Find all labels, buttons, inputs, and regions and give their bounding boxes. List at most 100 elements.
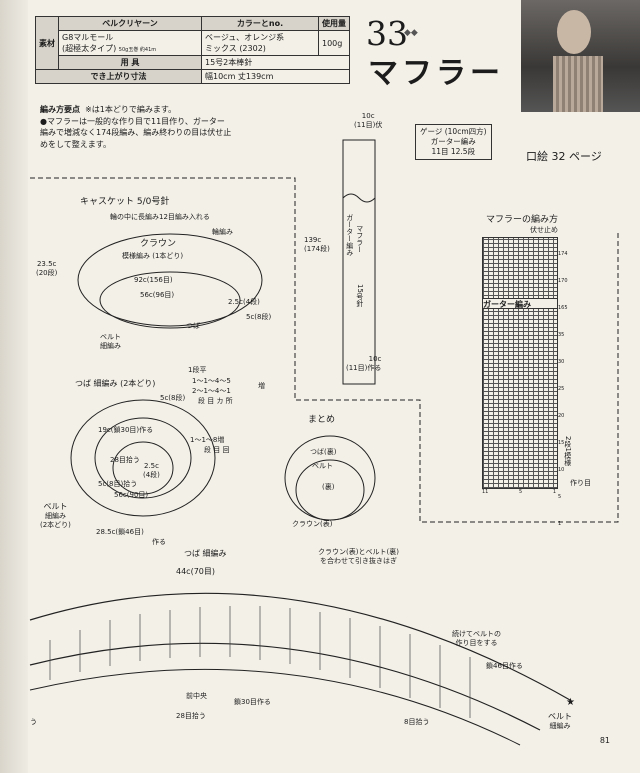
cap-belt: ベルト xyxy=(100,333,121,341)
size-label: でき上がり寸法 xyxy=(35,69,202,84)
yarn-spec: 50g玉巻 約41m xyxy=(118,47,157,53)
brim-inc4: 段 目 回 xyxy=(204,446,230,454)
bottom-belt: ベルト xyxy=(548,712,572,721)
bottom-pick8: 8目拾う xyxy=(404,718,430,726)
chart-row-label: 30 xyxy=(558,359,565,365)
scarf-top-width: 10c xyxy=(361,112,375,120)
chart-col-labels: 11 5 1 xyxy=(482,489,556,495)
chart-row-label: 165 xyxy=(558,305,568,311)
assembly-back: (裏) xyxy=(322,483,335,491)
assembly-instruction-2: を合わせて引き抜きはぎ xyxy=(319,556,397,565)
pattern-title: マフラー xyxy=(368,56,504,91)
chart-row-label: 25 xyxy=(558,386,565,392)
bottom-pick28: 28目拾う xyxy=(176,712,206,720)
gauge-value: 11目 12.5段 xyxy=(431,147,476,157)
size-value: 幅10cm 丈139cm xyxy=(201,69,350,84)
color-no: (2302) xyxy=(239,44,266,53)
cap-belt-label: ベルト細編み xyxy=(100,333,121,351)
cap-side-width: 23.5c xyxy=(36,260,57,268)
brim-make: 作る xyxy=(152,538,166,546)
gauge-title: ゲージ (10cm四方) xyxy=(420,127,487,136)
bottom-continue: 続けてベルトの作り目をする xyxy=(452,630,501,648)
cap-crown: クラウン xyxy=(140,239,177,249)
chart-row-label: 1 xyxy=(558,521,562,527)
bottom-cont2: 作り目をする xyxy=(455,638,498,647)
notes-line: ●マフラーは一般的な作り目で11目作り、ガーター xyxy=(40,116,225,126)
cap-side-label: 23.5c(20段) xyxy=(36,260,57,278)
brim-belt-strand: (2本どり) xyxy=(40,520,71,529)
bottom-center: 前中央 xyxy=(186,692,207,700)
brim-c285: 28.5c(鎖46目) xyxy=(96,528,144,536)
bottom-title: つば 細編み xyxy=(184,549,227,558)
cap-brim-rows: 2.5c(4段) xyxy=(228,298,260,306)
scarf-label: マフラー xyxy=(355,225,364,253)
scarf-rows: (174段) xyxy=(304,244,330,253)
cap-dim1: 92c(156目) xyxy=(134,276,173,284)
bottom-belt-stitch: 細編み xyxy=(549,722,571,730)
chart-cast-on: 作り目 xyxy=(570,479,591,487)
diamond-icon: ◆◆ xyxy=(404,28,418,38)
yarn-header: ベルクリヤーン xyxy=(58,16,202,31)
scarf-length-label: 139c(174段) xyxy=(304,236,330,254)
bottom-left-pick: う xyxy=(30,718,37,726)
notes-note: ※は1本どりで編みます。 xyxy=(85,105,177,114)
brim-c56: 56c(90目) xyxy=(114,491,149,499)
scarf-bottom-stitches: (11目)作る xyxy=(346,363,382,372)
yarn-type: (超極太タイプ) xyxy=(62,44,117,53)
photo-page-ref: 口絵 32 ページ xyxy=(526,150,602,163)
notes-line: 編みで増減なく174段編み、編み終わりの目は伏せ止 xyxy=(40,128,232,138)
cap-crown-pattern: 模様編み (1本どり) xyxy=(122,252,184,260)
scarf-length: 139c xyxy=(304,236,322,244)
brim-stitch: 細編み (2本どり) xyxy=(93,379,156,388)
chart-row-label: 5 xyxy=(558,494,562,500)
bottom-chain46: 鎖46目作る xyxy=(486,662,523,670)
scarf-bottom-width: 10c xyxy=(368,355,382,363)
yarn-cell: G8マルモール(超極太タイプ) 50g玉巻 約41m xyxy=(58,30,202,56)
brim-h25-label: 2.5c(4段) xyxy=(143,462,160,480)
brim-belt: ベルト xyxy=(43,502,68,511)
scarf-in-photo xyxy=(553,56,603,112)
scarf-stitch: ガーター編み xyxy=(345,214,354,256)
cap-brim-rows2: 5c(8段) xyxy=(246,313,272,321)
brim-belt-label: ベルト細編み(2本どり) xyxy=(40,502,71,530)
brim-inc1: 1〜1〜4〜5 xyxy=(192,377,231,385)
cap-brim: つば xyxy=(186,322,200,330)
assembly-title: まとめ xyxy=(308,415,336,425)
brim-pick28: 28目拾う xyxy=(110,456,140,464)
brim-rows1: 5c(8段) xyxy=(160,394,186,402)
scarf-needle: 15号針 xyxy=(355,284,364,307)
cap-rib: 輪編み xyxy=(212,228,233,236)
assembly-instruction: クラウン(表)とベルト(裏)を合わせて引き抜きはぎ xyxy=(318,548,399,566)
brim-inc-word: 増 xyxy=(258,382,265,390)
brim-label: つば 細編み (2本どり) xyxy=(75,379,155,389)
color-name: ベージュ、オレンジ系 xyxy=(205,33,285,42)
chart-row-label: 10 xyxy=(558,467,565,473)
brim-inc2: 2〜1〜4〜1 xyxy=(192,387,231,395)
scarf-top-label: 10c(11目)伏 xyxy=(354,112,382,130)
chart-row-label: 15 xyxy=(558,440,565,446)
cap-title: キャスケット 5/0号針 xyxy=(80,197,170,207)
gauge-box: ゲージ (10cm四方) ガーター編み 11目 12.5段 xyxy=(415,124,492,161)
tools-label: 用 具 xyxy=(58,55,202,70)
gauge-stitch: ガーター編み xyxy=(430,137,476,147)
cap-dim2: 56c(96目) xyxy=(140,291,175,299)
brim-pick8: 5c(8目)拾う xyxy=(98,480,138,488)
notes-line: めをして整えます。 xyxy=(40,139,111,149)
chart-pattern-label: ガーター編み xyxy=(483,298,557,309)
cap-rib-note: 輪の中に長編み12目編み入れる xyxy=(110,213,210,221)
instruction-notes: 編み方要点 ※は1本どりで編みます。 ●マフラーは一般的な作り目で11目作り、ガ… xyxy=(40,104,231,150)
cap-belt-stitch: 細編み xyxy=(100,341,121,350)
brim-name: つば xyxy=(75,379,91,388)
notes-heading: 編み方要点 xyxy=(40,105,80,114)
assembly-instruction-1: クラウン(表)とベルト(裏) xyxy=(318,548,399,556)
book-spine xyxy=(0,0,28,773)
bottom-cont1: 続けてベルトの xyxy=(452,630,501,638)
model-photo xyxy=(521,0,640,112)
bottom-chain30: 鎖30目作る xyxy=(234,698,271,706)
chart-row-label: 174 xyxy=(558,251,568,257)
chart-row-label: 35 xyxy=(558,332,565,338)
chart-repeat: 2段1模様 xyxy=(563,436,572,466)
brim-flat: 1段平 xyxy=(188,366,207,374)
color-mix: ミックス xyxy=(205,44,237,53)
